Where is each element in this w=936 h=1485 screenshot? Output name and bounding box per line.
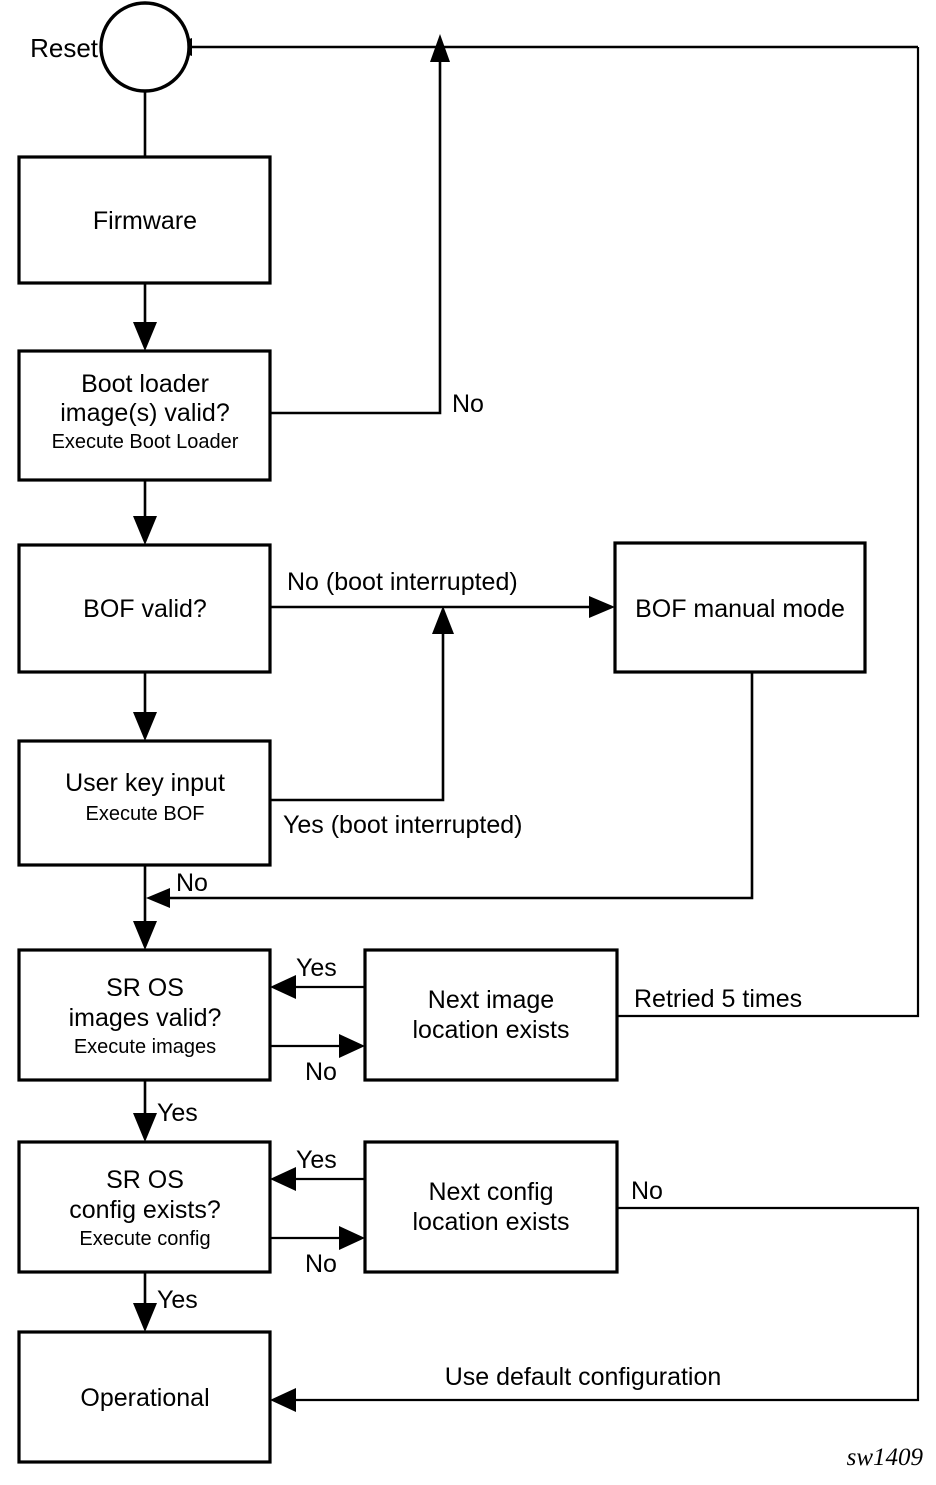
- edge-label-config-yes-down: Yes: [157, 1286, 198, 1314]
- boot-loader-sub: Execute Boot Loader: [52, 431, 239, 453]
- node-bof-valid[interactable]: BOF valid?: [17, 543, 272, 674]
- bof-manual-mode-label: BOF manual mode: [635, 595, 845, 623]
- boot-loader-line2: image(s) valid?: [60, 399, 230, 427]
- edge-label-retried-5-times: Retried 5 times: [634, 985, 802, 1013]
- edge-label-bof-no-interrupted: No (boot interrupted): [287, 568, 518, 596]
- edge-label-userkey-yes-interrupted: Yes (boot interrupted): [283, 811, 523, 839]
- arrowhead-config-yes-down: [133, 1303, 157, 1332]
- edge-label-bofmanual-no: No: [176, 869, 208, 897]
- node-operational[interactable]: Operational: [17, 1330, 272, 1464]
- node-next-image-location[interactable]: Next image location exists: [363, 948, 619, 1082]
- edge-label-config-no: No: [305, 1250, 337, 1278]
- edge-bofmanual-no: [163, 672, 754, 900]
- edge-label-images-yes-back: Yes: [296, 954, 337, 982]
- arrowhead-bofmanual-right: [589, 596, 615, 618]
- user-key-input-sub: Execute BOF: [86, 803, 205, 825]
- edge-label-images-no: No: [305, 1058, 337, 1086]
- edge-label-next-config-no: No: [631, 1177, 663, 1205]
- edge-bootloader-no: [270, 60, 442, 415]
- node-user-key-input[interactable]: User key input Execute BOF: [17, 739, 272, 867]
- edge-label-config-yes-back: Yes: [296, 1146, 337, 1174]
- edge-label-bootloader-no: No: [452, 390, 484, 418]
- arrowhead-config-no-right: [339, 1226, 365, 1250]
- sr-os-config-line2: config exists?: [69, 1196, 220, 1224]
- bof-valid-label: BOF valid?: [83, 595, 207, 623]
- node-boot-loader[interactable]: Boot loader image(s) valid? Execute Boot…: [17, 349, 272, 482]
- sr-os-config-sub: Execute config: [79, 1228, 210, 1250]
- boot-loader-box: [17, 349, 272, 482]
- user-key-input-box: [17, 739, 272, 867]
- arrowhead-bofvalid-down: [133, 712, 157, 741]
- arrowhead-bootloader-down: [133, 516, 157, 545]
- next-config-line2: location exists: [412, 1208, 569, 1236]
- sr-os-config-box: [17, 1140, 272, 1274]
- arrowhead-bootloader-no-up: [430, 34, 450, 62]
- operational-label: Operational: [80, 1384, 209, 1412]
- operational-box: [17, 1330, 272, 1464]
- arrowhead-userkey-down: [133, 921, 157, 950]
- edge-retried-5-times: [617, 47, 920, 1018]
- edge-label-use-default-configuration: Use default configuration: [445, 1363, 722, 1391]
- node-bof-manual-mode[interactable]: BOF manual mode: [613, 541, 867, 674]
- reset-label: Reset: [30, 33, 99, 63]
- bof-manual-mode-box: [613, 541, 867, 674]
- user-key-input-label: User key input: [65, 769, 225, 797]
- arrowhead-images-yes-left: [270, 975, 296, 999]
- sr-os-images-sub: Execute images: [74, 1036, 216, 1058]
- arrowhead-userkey-yes-up: [432, 606, 454, 634]
- edge-userkey-yes-interrupted: [270, 633, 445, 802]
- reset-circle: [99, 1, 191, 93]
- figure-id-label: sw1409: [847, 1444, 924, 1471]
- sr-os-config-line1: SR OS: [106, 1166, 184, 1194]
- edge-use-default-configuration: [292, 1206, 920, 1402]
- bof-valid-box: [17, 543, 272, 674]
- arrowhead-operational-left: [270, 1388, 296, 1412]
- next-config-line1: Next config: [428, 1178, 553, 1206]
- firmware-box: [17, 155, 272, 285]
- next-image-location-box: [363, 948, 619, 1082]
- arrowhead-images-no-right: [339, 1034, 365, 1058]
- edge-label-images-yes-down: Yes: [157, 1099, 198, 1127]
- firmware-label: Firmware: [93, 207, 197, 235]
- sr-os-images-line1: SR OS: [106, 974, 184, 1002]
- next-image-line1: Next image: [428, 986, 554, 1014]
- sr-os-images-box: [17, 948, 272, 1082]
- next-config-location-box: [363, 1140, 619, 1274]
- node-sr-os-images[interactable]: SR OS images valid? Execute images: [17, 948, 272, 1082]
- arrowhead-bofmanual-no-left: [146, 888, 170, 908]
- boot-loader-line1: Boot loader: [81, 370, 209, 398]
- sr-os-images-line2: images valid?: [69, 1004, 222, 1032]
- node-reset[interactable]: Reset: [30, 1, 191, 93]
- node-next-config-location[interactable]: Next config location exists: [363, 1140, 619, 1274]
- node-sr-os-config[interactable]: SR OS config exists? Execute config: [17, 1140, 272, 1274]
- arrowhead-firmware-down: [133, 322, 157, 351]
- node-firmware[interactable]: Firmware: [17, 155, 272, 285]
- arrowhead-config-yes-left: [270, 1167, 296, 1191]
- next-image-line2: location exists: [412, 1016, 569, 1044]
- arrowhead-images-yes-down: [133, 1113, 157, 1142]
